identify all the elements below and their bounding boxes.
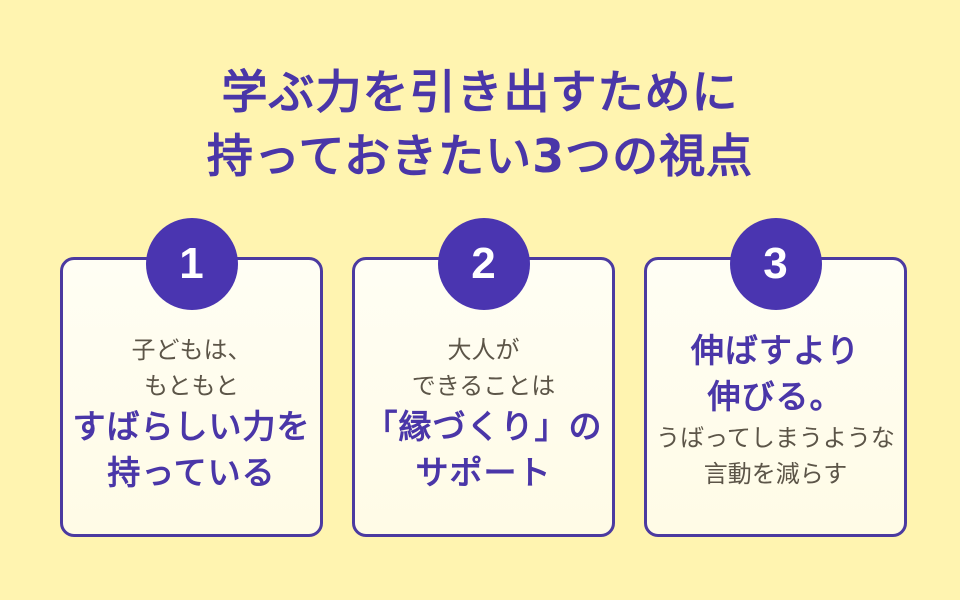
viewpoint-card-3: 3 伸ばすより 伸びる。 うばってしまうような 言動を減らす (644, 218, 907, 537)
card-sub-text: できることは (411, 372, 556, 400)
card-sub-text: もともと (143, 372, 240, 400)
card-sub-text: 大人が (447, 336, 520, 364)
number-badge: 3 (729, 218, 822, 310)
viewpoint-card-1: 1 子どもは、 もともと すばらしい力を 持っている (60, 218, 323, 537)
page-title: 学ぶ力を引き出すために 持っておきたい3つの視点 (0, 60, 960, 188)
number-badge: 2 (437, 218, 530, 310)
number-badge: 1 (145, 218, 238, 310)
card-main-text: 伸びる。 (707, 377, 844, 416)
card-sub-text: うばってしまうような (656, 424, 895, 452)
card-main-text: サポート (415, 453, 552, 492)
title-line-1: 学ぶ力を引き出すために (221, 65, 739, 119)
card-sub-text: 言動を減らす (703, 460, 848, 488)
title-line-2: 持っておきたい3つの視点 (206, 129, 754, 183)
viewpoint-card-2: 2 大人が できることは 「縁づくり」の サポート (352, 218, 615, 537)
card-main-text: 「縁づくり」の (364, 407, 603, 446)
card-main-text: 持っている (107, 453, 276, 492)
card-main-text: 伸ばすより (690, 331, 861, 370)
card-sub-text: 子どもは、 (131, 336, 252, 364)
card-main-text: すばらしい力を (72, 407, 311, 446)
